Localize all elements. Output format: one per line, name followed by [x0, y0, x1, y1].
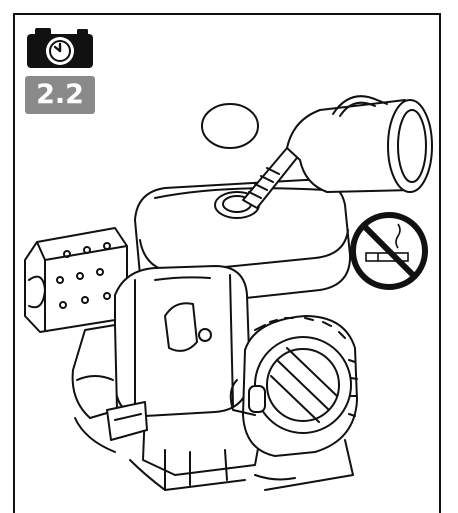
recoil-starter [229, 315, 358, 457]
instruction-frame [13, 13, 441, 513]
fuel-cap-icon [201, 103, 259, 149]
no-smoking-icon [350, 212, 428, 290]
carburetor [106, 302, 212, 441]
air-cleaner [24, 227, 128, 333]
camera-timer-icon [27, 28, 93, 68]
step-number: 2.2 [36, 79, 84, 110]
engine-illustration [24, 95, 433, 491]
step-number-badge: 2.2 [25, 76, 95, 114]
fuel-can-icon [242, 95, 433, 209]
engine-base [74, 417, 354, 491]
